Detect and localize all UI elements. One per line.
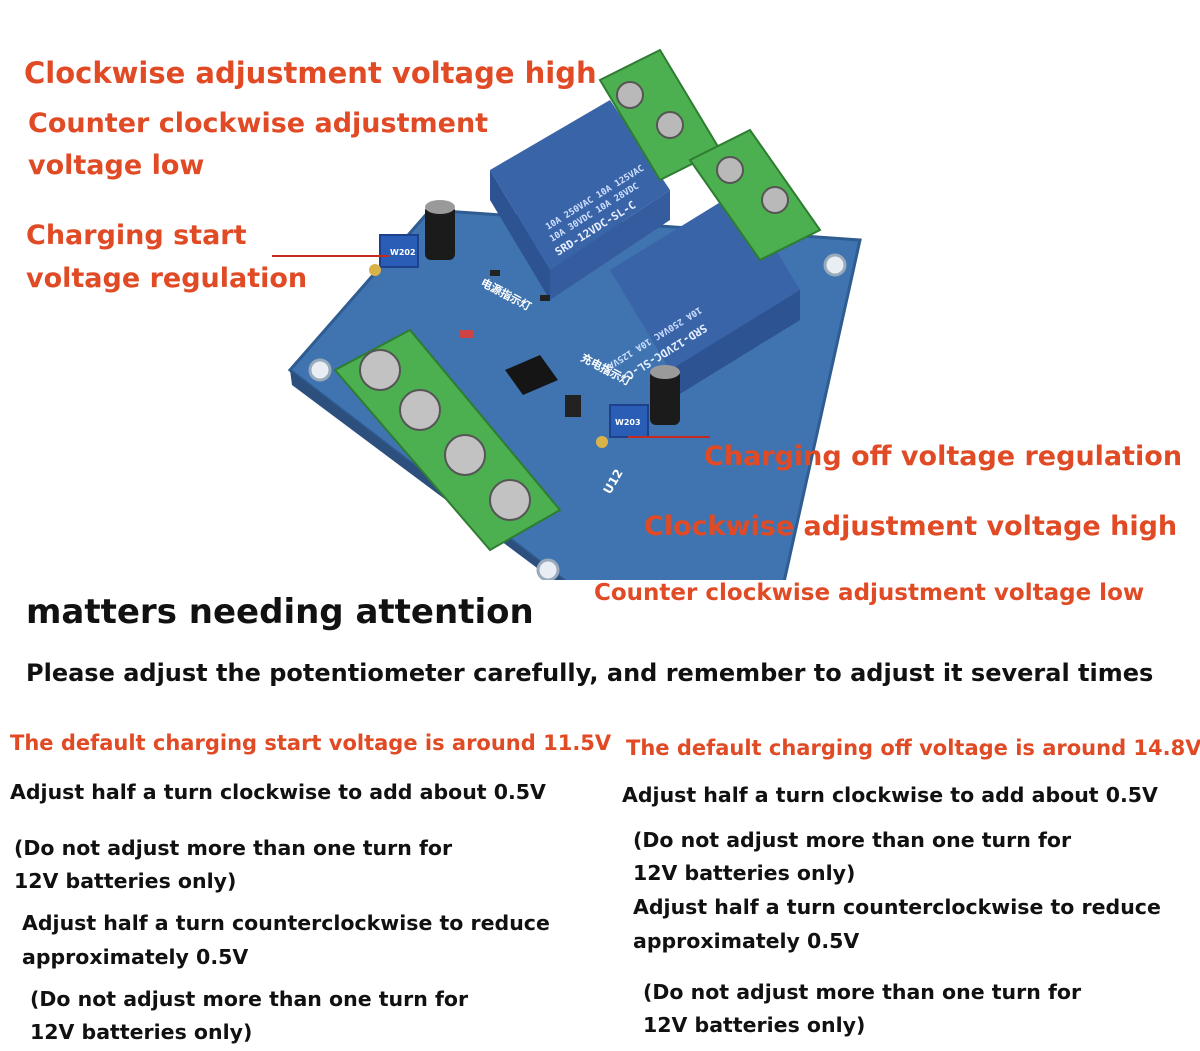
smd-led [460, 330, 474, 338]
right-reduce-line1: Adjust half a turn counterclockwise to r… [633, 895, 1161, 919]
mount-hole [823, 253, 847, 277]
ic-chip: U12 [505, 355, 626, 497]
right-warn1-line1: (Do not adjust more than one turn for [633, 828, 1072, 852]
right-warn1-line2: 12V batteries only) [633, 861, 856, 885]
notes-heading: matters needing attention [26, 592, 534, 632]
bottom-terminals [333, 328, 562, 552]
right-warn2-line1: (Do not adjust more than one turn for [643, 980, 1082, 1004]
right-default: The default charging off voltage is arou… [626, 736, 1200, 760]
label-top-clockwise: Clockwise adjustment voltage high [24, 56, 597, 90]
right-warn2-line2: 12V batteries only) [643, 1013, 866, 1037]
notes-subheading: Please adjust the potentiometer carefull… [26, 659, 1154, 687]
right-reduce-line2: approximately 0.5V [633, 929, 860, 953]
relay-1: 10A 250VAC 10A 125VAC 10A 30VDC 10A 28VD… [490, 100, 670, 300]
label-right-counter: Counter clockwise adjustment voltage low [594, 580, 1145, 606]
potentiometer-1: W202 [369, 234, 419, 276]
left-reduce-line1: Adjust half a turn counterclockwise to r… [22, 911, 550, 935]
left-add: Adjust half a turn clockwise to add abou… [10, 780, 546, 804]
left-warn2-line2: 12V batteries only) [30, 1020, 253, 1044]
mount-hole [536, 558, 560, 580]
label-off-regulation: Charging off voltage regulation [704, 441, 1183, 472]
left-default: The default charging start voltage is ar… [10, 731, 612, 755]
relay-board-illustration: 10A 250VAC 10A 125VAC 10A 30VDC 10A 28VD… [287, 48, 862, 580]
label-right-clockwise: Clockwise adjustment voltage high [644, 511, 1178, 542]
label-start-line1: Charging start [26, 220, 247, 251]
pot1-label: W202 [390, 248, 416, 257]
top-terminals [598, 48, 822, 262]
left-reduce-line2: approximately 0.5V [22, 945, 249, 969]
smd-part [490, 270, 500, 276]
pot2-label: W203 [615, 418, 641, 427]
right-add: Adjust half a turn clockwise to add abou… [622, 783, 1158, 807]
label-start-line2: voltage regulation [26, 263, 308, 294]
mount-hole [308, 358, 332, 382]
left-warn1-line1: (Do not adjust more than one turn for [14, 836, 453, 860]
left-warn2-line1: (Do not adjust more than one turn for [30, 987, 469, 1011]
potentiometer-2: W203 [596, 404, 649, 448]
smd-part [540, 295, 550, 301]
label-top-counter-line2: voltage low [28, 150, 205, 181]
transistor [565, 395, 581, 417]
capacitor-1 [425, 200, 455, 260]
label-top-counter-line1: Counter clockwise adjustment [28, 108, 489, 139]
capacitor-2 [650, 365, 680, 425]
left-warn1-line2: 12V batteries only) [14, 869, 237, 893]
